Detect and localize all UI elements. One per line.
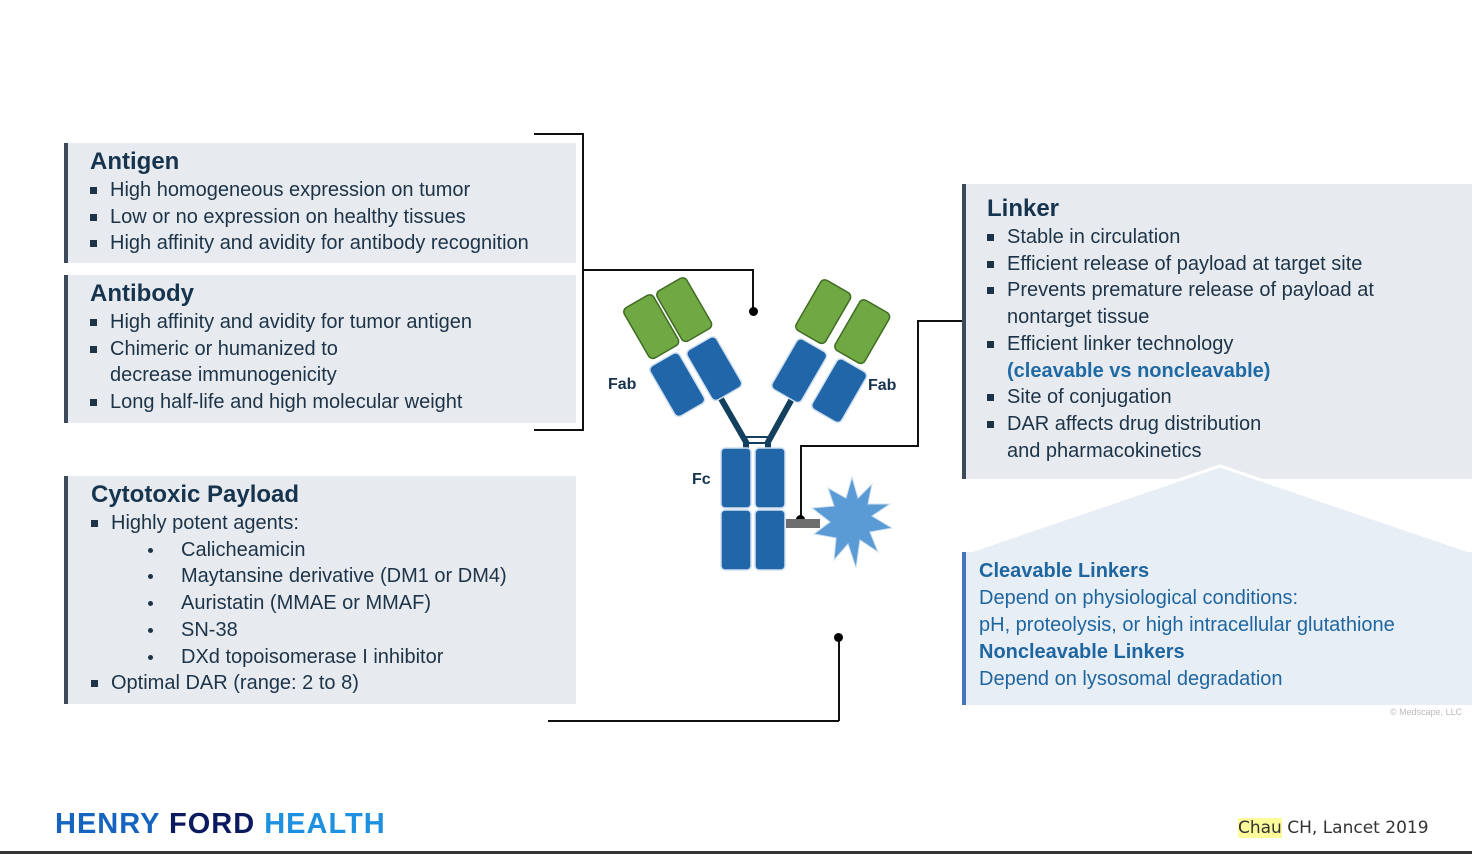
antibody-box: Antibody High affinity and avidity for t… [64,275,576,423]
list-item: Stable in circulation [987,224,1472,251]
list-item: DAR affects drug distribution [987,411,1472,438]
fab-left [623,277,743,418]
antibody-title: Antibody [90,280,194,307]
linker-bar [786,519,820,528]
list-item-continued: decrease immunogenicity [110,364,337,387]
list-item: Optimal DAR (range: 2 to 8) [91,670,576,697]
list-item: Chimeric or humanized to [90,336,576,363]
list-item: Site of conjugation [987,384,1472,411]
pin-antibody [749,307,758,316]
antibody-diagram [623,277,894,571]
callout-pointer [962,464,1472,554]
connector-linker-h [918,320,964,322]
linker-types-box: Cleavable Linkers Depend on physiologica… [962,552,1472,705]
agent-item: Calicheamicin [91,537,576,564]
connector-linker-h2 [801,445,919,447]
fc-label: Fc [692,471,711,488]
list-item: High homogeneous expression on tumor [90,177,576,204]
list-item: High affinity and avidity for tumor anti… [90,309,576,336]
linker-title: Linker [987,195,1060,222]
list-item: Low or no expression on healthy tissues [90,204,576,231]
fab-left-label: Fab [608,376,637,393]
pin-payload [834,633,843,642]
copyright: © Medscape, LLC [1390,707,1463,717]
antigen-box: Antigen High homogeneous expression on t… [64,143,576,263]
fc-region [720,447,786,571]
connector-payload-h [548,720,839,722]
linker-box: Linker Stable in circulation Efficient r… [962,184,1472,479]
citation: Chau CH, Lancet 2019 [1238,818,1429,838]
list-item: Efficient linker technology [987,331,1472,358]
noncleavable-line1: Depend on lysosomal degradation [979,668,1283,690]
payload-star-icon [810,475,894,569]
list-item-highlight: (cleavable vs noncleavable) [1007,359,1271,382]
connector-bracket [582,133,584,431]
agent-item: Auristatin (MMAE or MMAF) [91,590,576,617]
connector-antibody-bottom [534,429,584,431]
cleavable-line2: pH, proteolysis, or high intracellular g… [979,614,1395,636]
connector-payload-v [838,638,840,721]
noncleavable-title: Noncleavable Linkers [979,641,1185,663]
list-item: Long half-life and high molecular weight [90,389,576,416]
cleavable-title: Cleavable Linkers [979,560,1150,582]
henry-ford-health-logo: HENRY FORD HEALTH [55,808,386,840]
connector-to-fab-v [752,269,754,311]
connector-linker-v [917,320,919,446]
list-item-continued: nontarget tissue [1007,306,1150,329]
list-item: Efficient release of payload at target s… [987,251,1472,278]
payload-title: Cytotoxic Payload [91,481,300,508]
connector-to-fab [582,269,754,271]
bottom-rule [0,851,1472,854]
fab-right-label: Fab [868,377,897,394]
connector-antigen-top [534,133,584,135]
list-item-continued: and pharmacokinetics [1007,439,1202,462]
connector-linker-v2 [800,445,802,519]
list-item: Highly potent agents: [91,510,576,537]
list-item: High affinity and avidity for antibody r… [90,230,576,257]
agent-item: Maytansine derivative (DM1 or DM4) [91,563,576,590]
list-item: Prevents premature release of payload at [987,277,1472,304]
antigen-title: Antigen [90,148,180,175]
agent-item: SN-38 [91,617,576,644]
agent-item: DXd topoisomerase I inhibitor [91,644,576,671]
cleavable-line1: Depend on physiological conditions: [979,587,1299,609]
fab-right [771,279,891,424]
hinge-arms [717,395,796,455]
payload-box: Cytotoxic Payload Highly potent agents: … [64,476,576,704]
disulfide-bridge [746,436,768,444]
